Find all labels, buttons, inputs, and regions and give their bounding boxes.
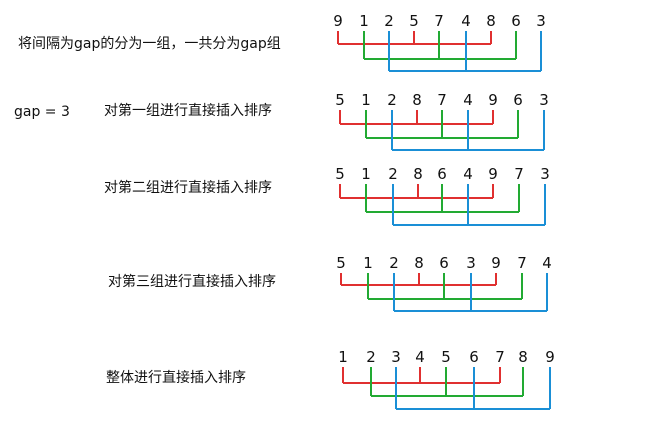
caption-step-3: 对第三组进行直接插入排序 <box>108 274 276 290</box>
number-step-0-pos-1: 1 <box>359 12 369 30</box>
number-step-3-pos-3: 8 <box>414 254 424 272</box>
number-step-3-pos-0: 5 <box>336 254 346 272</box>
caption-step-1: 对第一组进行直接插入排序 <box>104 103 272 119</box>
number-step-3-pos-5: 3 <box>466 254 476 272</box>
number-step-2-pos-6: 9 <box>488 165 498 183</box>
number-step-3-pos-8: 4 <box>542 254 552 272</box>
number-step-1-pos-7: 6 <box>513 91 523 109</box>
number-step-2-pos-1: 1 <box>361 165 371 183</box>
caption-step-4: 整体进行直接插入排序 <box>106 370 246 386</box>
number-step-2-pos-0: 5 <box>335 165 345 183</box>
number-step-1-pos-8: 3 <box>539 91 549 109</box>
intro-text: 将间隔为gap的分为一组，一共分为gap组 <box>18 36 281 52</box>
number-step-4-pos-1: 2 <box>366 348 376 366</box>
number-step-4-pos-3: 4 <box>415 348 425 366</box>
number-step-0-pos-6: 8 <box>486 12 496 30</box>
number-step-3-pos-7: 7 <box>517 254 527 272</box>
number-step-1-pos-0: 5 <box>335 91 345 109</box>
number-step-0-pos-5: 4 <box>461 12 471 30</box>
number-step-1-pos-3: 8 <box>412 91 422 109</box>
number-step-0-pos-7: 6 <box>511 12 521 30</box>
number-step-2-pos-8: 3 <box>540 165 550 183</box>
number-step-4-pos-0: 1 <box>338 348 348 366</box>
number-step-0-pos-4: 7 <box>434 12 444 30</box>
gap-label: gap = 3 <box>14 104 70 120</box>
number-step-0-pos-2: 2 <box>384 12 394 30</box>
number-step-4-pos-7: 8 <box>518 348 528 366</box>
number-step-1-pos-2: 2 <box>387 91 397 109</box>
number-step-2-pos-5: 4 <box>463 165 473 183</box>
number-step-3-pos-6: 9 <box>491 254 501 272</box>
number-step-4-pos-4: 5 <box>441 348 451 366</box>
number-step-4-pos-5: 6 <box>469 348 479 366</box>
number-step-2-pos-3: 8 <box>413 165 423 183</box>
number-step-0-pos-8: 3 <box>536 12 546 30</box>
caption-step-2: 对第二组进行直接插入排序 <box>104 180 272 196</box>
number-step-4-pos-8: 9 <box>545 348 555 366</box>
number-step-3-pos-2: 2 <box>389 254 399 272</box>
number-step-1-pos-4: 7 <box>437 91 447 109</box>
number-step-0-pos-0: 9 <box>333 12 343 30</box>
number-step-3-pos-4: 6 <box>439 254 449 272</box>
number-step-2-pos-2: 2 <box>388 165 398 183</box>
number-step-3-pos-1: 1 <box>363 254 373 272</box>
number-step-1-pos-5: 4 <box>463 91 473 109</box>
number-step-2-pos-7: 7 <box>514 165 524 183</box>
number-step-4-pos-2: 3 <box>391 348 401 366</box>
number-step-2-pos-4: 6 <box>437 165 447 183</box>
number-step-1-pos-6: 9 <box>488 91 498 109</box>
number-step-0-pos-3: 5 <box>409 12 419 30</box>
number-step-1-pos-1: 1 <box>361 91 371 109</box>
number-step-4-pos-6: 7 <box>495 348 505 366</box>
